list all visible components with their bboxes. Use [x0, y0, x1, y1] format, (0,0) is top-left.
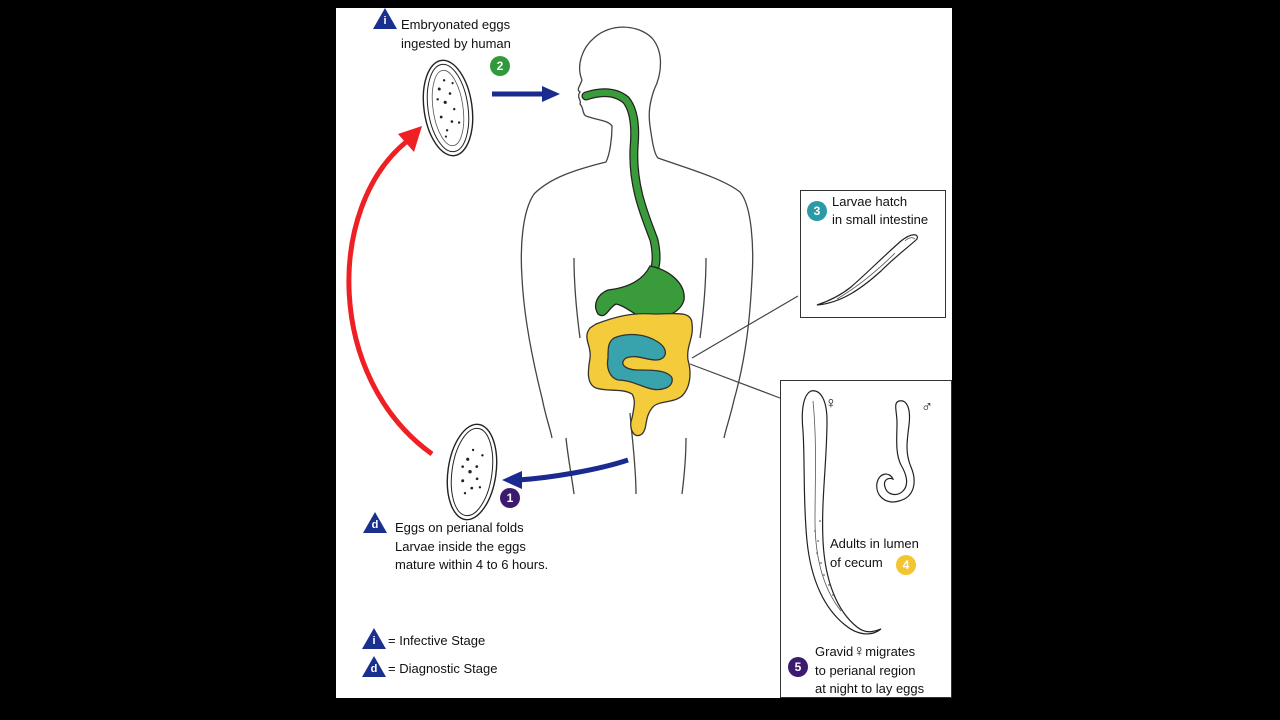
- legend-infective-triangle-icon: i: [362, 628, 386, 649]
- female-worm: [801, 390, 882, 635]
- arrow-to-perianal: [517, 457, 629, 483]
- stage5-female-symbol-icon: ♀: [853, 643, 866, 660]
- male-worm: [876, 400, 915, 503]
- stage5-line1: Gravid♀migrates: [815, 643, 915, 661]
- stage3-badge: 3: [807, 201, 827, 221]
- life-cycle-diagram: i Embryonated eggs ingested by human 2 3…: [336, 8, 952, 698]
- larva-illustration: [816, 234, 918, 306]
- infective-stage-triangle-icon: i: [373, 8, 397, 29]
- stage2-line1: Embryonated eggs: [401, 17, 511, 32]
- stage2-line2: ingested by human: [401, 36, 511, 51]
- stage5-line3: at night to lay eggs: [815, 681, 925, 696]
- egg-perianal: [446, 423, 498, 521]
- stage5-line1-before: Gravid: [815, 644, 854, 659]
- stage3-line1: Larvae hatch: [832, 194, 908, 209]
- stage1-line3: mature within 4 to 6 hours.: [395, 557, 549, 572]
- stage1-badge: 1: [500, 488, 520, 508]
- stage4-line1: Adults in lumen: [830, 536, 919, 551]
- stage3-box: 3 Larvae hatch in small intestine: [800, 190, 946, 318]
- female-symbol-icon: ♀: [825, 395, 837, 412]
- legend-diagnostic-triangle-icon: d: [362, 656, 386, 677]
- diagnostic-stage-triangle-icon: d: [363, 512, 387, 533]
- arrow-cycle: [346, 140, 434, 457]
- stage4-line2: of cecum: [830, 555, 883, 570]
- stage5-badge: 5: [788, 657, 808, 677]
- stage5-line2: to perianal region: [815, 663, 916, 678]
- adults-box: ♀ ♂ Adults in lumen of cecum 4 5 Gravid♀…: [780, 380, 952, 698]
- legend-infective-label: = Infective Stage: [388, 633, 486, 648]
- egg-embryonated: [422, 59, 474, 157]
- stage1-line1: Eggs on perianal folds: [395, 520, 524, 535]
- esophagus-stomach: [581, 88, 685, 320]
- stage2-badge: 2: [490, 56, 510, 76]
- legend-diagnostic-label: = Diagnostic Stage: [388, 661, 498, 676]
- stage5-line1-after: migrates: [865, 644, 916, 659]
- adult-worms-illustration: [801, 390, 915, 635]
- stage3-line2: in small intestine: [832, 212, 929, 227]
- pointer-cecum: [689, 363, 781, 399]
- diagram-artwork: [346, 26, 799, 521]
- female-worm-eggs: [814, 520, 834, 596]
- small-intestine: [606, 333, 673, 391]
- stage1-line2: Larvae inside the eggs: [395, 539, 526, 554]
- male-symbol-icon: ♂: [921, 399, 933, 416]
- pointer-small-intestine: [691, 295, 799, 359]
- stage4-badge: 4: [896, 555, 916, 575]
